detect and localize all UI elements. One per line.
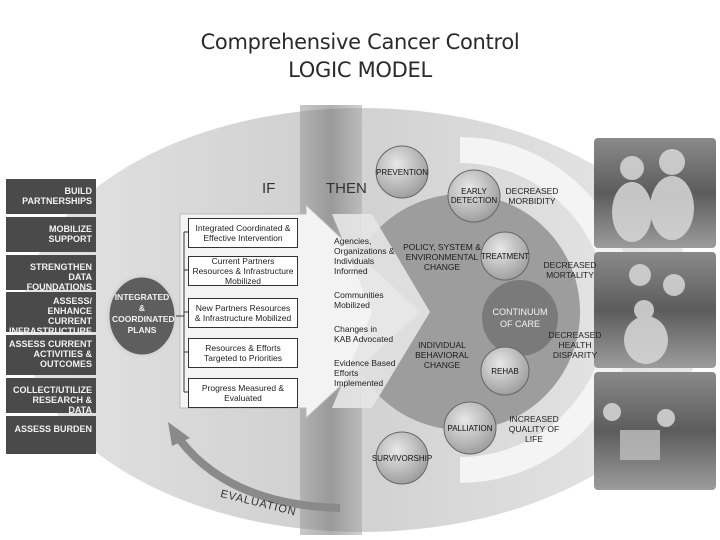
then-item-evidence: Evidence Based Efforts Implemented [334, 358, 396, 388]
hub-label: INTEGRATED & COORDINATED PLANS [112, 292, 175, 335]
if-box-new-partners: New Partners Resources & Infrastructure … [188, 298, 298, 328]
outcome-disparity: DECREASED HEALTH DISPARITY [548, 330, 602, 360]
circle-early-detection: EARLY DETECTION [450, 187, 498, 205]
if-heading: IF [262, 180, 276, 197]
evaluation-arrow [176, 437, 341, 512]
diagram-subtitle: LOGIC MODEL [288, 58, 432, 82]
circle-survivorship: SURVIVORSHIP [371, 453, 433, 463]
photo-figures [603, 149, 694, 460]
bar-label-strengthen: STRENGTHEN DATA FOUNDATIONS [26, 262, 92, 292]
bar-label-build: BUILD PARTNERSHIPS [22, 186, 92, 206]
bar-label-mobilize: MOBILIZE SUPPORT [48, 224, 92, 244]
individual-change-label: INDIVIDUAL BEHAVIORAL CHANGE [415, 340, 469, 370]
bar-label-research: COLLECT/UTILIZE RESEARCH & DATA [13, 385, 92, 415]
left-bars [6, 179, 96, 454]
if-box-resources: Resources & Efforts Targeted to Prioriti… [188, 338, 298, 368]
bar-label-assess-activities: ASSESS CURRENT ACTIVITIES & OUTCOMES [8, 339, 92, 369]
outcome-quality: INCREASED QUALITY OF LIFE [508, 414, 560, 444]
diagram-title: Comprehensive Cancer Control [200, 30, 520, 54]
circle-palliation: PALLIATION [447, 423, 493, 433]
then-item-mobilized: Communities Mobilized [334, 290, 384, 310]
circle-prevention: PREVENTION [375, 167, 428, 177]
bar-label-burden: ASSESS BURDEN [14, 424, 92, 434]
evaluation-arrowhead [168, 422, 190, 446]
circle-treatment: TREATMENT [480, 251, 530, 261]
outcome-mortality: DECREASED MORTALITY [543, 260, 597, 280]
then-item-kab: Changes in KAB Advocated [334, 324, 394, 344]
then-arrow [332, 214, 430, 408]
if-box-current-partners: Current Partners Resources & Infrastruct… [188, 256, 298, 286]
connector-lines [176, 231, 188, 393]
outcome-morbidity: DECREASED MORBIDITY [505, 186, 559, 206]
care-circles [375, 145, 530, 485]
continuum-label: CONTINUUM OF CARE [492, 307, 548, 329]
if-box-integrated: Integrated Coordinated & Effective Inter… [188, 218, 298, 248]
bar-label-assess-infra: ASSESS/ ENHANCE CURRENT INFRASTRUCTURE [9, 296, 92, 336]
then-heading: THEN [326, 180, 367, 197]
continuum-disc [482, 280, 558, 356]
if-box-progress: Progress Measured & Evaluated [188, 378, 298, 408]
circle-rehab: REHAB [491, 366, 519, 376]
policy-change-label: POLICY, SYSTEM & ENVIRONMENTAL CHANGE [403, 242, 481, 272]
then-item-informed: Agencies, Organizations & Individuals In… [334, 236, 395, 276]
